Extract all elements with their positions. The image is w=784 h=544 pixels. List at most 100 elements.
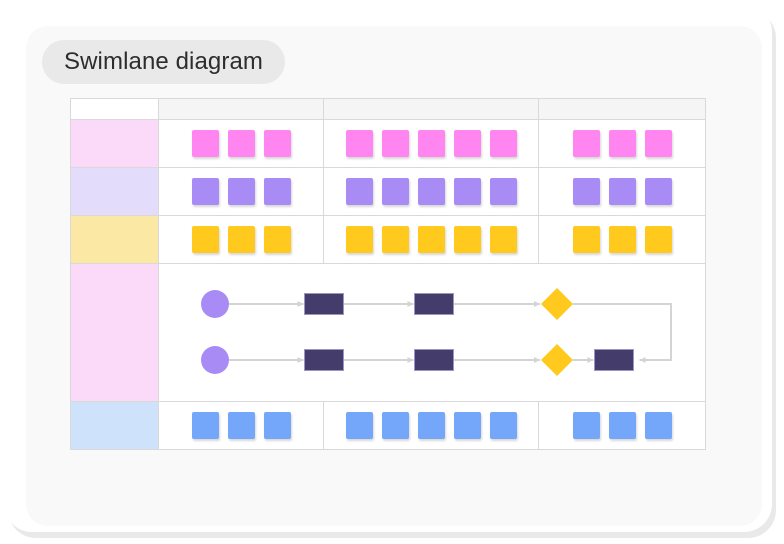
block-item[interactable]	[453, 226, 481, 253]
lane-lavender-label-cell	[70, 167, 159, 216]
page-title-label: Swimlane diagram	[64, 48, 264, 75]
block-item[interactable]	[608, 178, 636, 205]
task-node-top-2[interactable]	[414, 293, 454, 315]
block-item[interactable]	[263, 412, 291, 439]
block-item[interactable]	[263, 226, 291, 253]
table-header-row	[70, 98, 706, 120]
block-item[interactable]	[572, 412, 600, 439]
lane-blue-cell-2	[323, 401, 539, 450]
block-item[interactable]	[227, 130, 255, 157]
block-item[interactable]	[608, 226, 636, 253]
block-item[interactable]	[453, 130, 481, 157]
block-item[interactable]	[345, 226, 373, 253]
block-item[interactable]	[417, 226, 445, 253]
header-corner-cell	[70, 98, 159, 120]
block-group	[159, 216, 323, 263]
lane-yellow-cell-3	[538, 215, 706, 264]
block-group	[539, 120, 705, 167]
block-item[interactable]	[191, 412, 219, 439]
decision-node-bottom[interactable]	[541, 344, 573, 376]
task-node-top-1[interactable]	[304, 293, 344, 315]
block-item[interactable]	[489, 178, 517, 205]
lane-blue-label-cell	[70, 401, 159, 450]
table-row	[70, 215, 706, 264]
block-item[interactable]	[417, 412, 445, 439]
block-item[interactable]	[489, 130, 517, 157]
block-item[interactable]	[489, 412, 517, 439]
block-item[interactable]	[453, 178, 481, 205]
block-group	[159, 168, 323, 215]
table-row-flow	[70, 263, 706, 402]
block-item[interactable]	[381, 130, 409, 157]
block-group	[324, 402, 538, 449]
block-item[interactable]	[572, 178, 600, 205]
lane-blue-cell-3	[538, 401, 706, 450]
swimlane-table	[70, 98, 706, 450]
lane-yellow-label-cell	[70, 215, 159, 264]
block-item[interactable]	[453, 412, 481, 439]
block-item[interactable]	[191, 178, 219, 205]
block-item[interactable]	[644, 226, 672, 253]
lane-lavender-cell-2	[323, 167, 539, 216]
start-node-top[interactable]	[201, 290, 229, 318]
block-group	[324, 168, 538, 215]
header-cell-2	[323, 98, 539, 120]
block-item[interactable]	[227, 178, 255, 205]
block-item[interactable]	[263, 178, 291, 205]
lane-yellow-cell-1	[158, 215, 324, 264]
block-item[interactable]	[381, 412, 409, 439]
block-group	[324, 120, 538, 167]
task-node-bottom-2[interactable]	[414, 349, 454, 371]
block-item[interactable]	[345, 412, 373, 439]
page-title: Swimlane diagram	[42, 40, 286, 84]
lane-blue-cell-1	[158, 401, 324, 450]
block-group	[159, 120, 323, 167]
flowchart-cell	[158, 263, 706, 402]
block-item[interactable]	[572, 226, 600, 253]
block-item[interactable]	[608, 130, 636, 157]
lane-flow-label-cell	[70, 263, 159, 402]
lane-lavender-cell-1	[158, 167, 324, 216]
block-item[interactable]	[417, 178, 445, 205]
window-frame: Swimlane diagram	[4, 4, 772, 532]
lane-yellow-cell-2	[323, 215, 539, 264]
table-row	[70, 167, 706, 216]
block-item[interactable]	[345, 178, 373, 205]
block-group	[539, 216, 705, 263]
block-item[interactable]	[227, 226, 255, 253]
block-group	[159, 402, 323, 449]
elbow-connector	[573, 303, 672, 363]
table-row	[70, 401, 706, 450]
block-item[interactable]	[417, 130, 445, 157]
block-item[interactable]	[381, 226, 409, 253]
start-node-bottom[interactable]	[201, 346, 229, 374]
lane-lavender-cell-3	[538, 167, 706, 216]
block-item[interactable]	[381, 178, 409, 205]
end-node-bottom[interactable]	[594, 349, 634, 371]
block-item[interactable]	[608, 412, 636, 439]
lane-pink-cell-2	[323, 119, 539, 168]
block-group	[324, 216, 538, 263]
lane-pink-cell-1	[158, 119, 324, 168]
block-item[interactable]	[191, 130, 219, 157]
block-item[interactable]	[191, 226, 219, 253]
lane-pink-cell-3	[538, 119, 706, 168]
diagram-card: Swimlane diagram	[26, 26, 762, 526]
flowchart-canvas	[159, 264, 705, 401]
block-item[interactable]	[644, 130, 672, 157]
block-item[interactable]	[263, 130, 291, 157]
block-item[interactable]	[572, 130, 600, 157]
decision-node-top[interactable]	[541, 288, 573, 320]
header-cell-1	[158, 98, 324, 120]
block-item[interactable]	[644, 178, 672, 205]
header-cell-3	[538, 98, 706, 120]
block-item[interactable]	[345, 130, 373, 157]
lane-pink-label-cell	[70, 119, 159, 168]
flowchart-svg	[201, 288, 672, 376]
task-node-bottom-1[interactable]	[304, 349, 344, 371]
block-item[interactable]	[644, 412, 672, 439]
block-item[interactable]	[489, 226, 517, 253]
block-group	[539, 168, 705, 215]
block-item[interactable]	[227, 412, 255, 439]
